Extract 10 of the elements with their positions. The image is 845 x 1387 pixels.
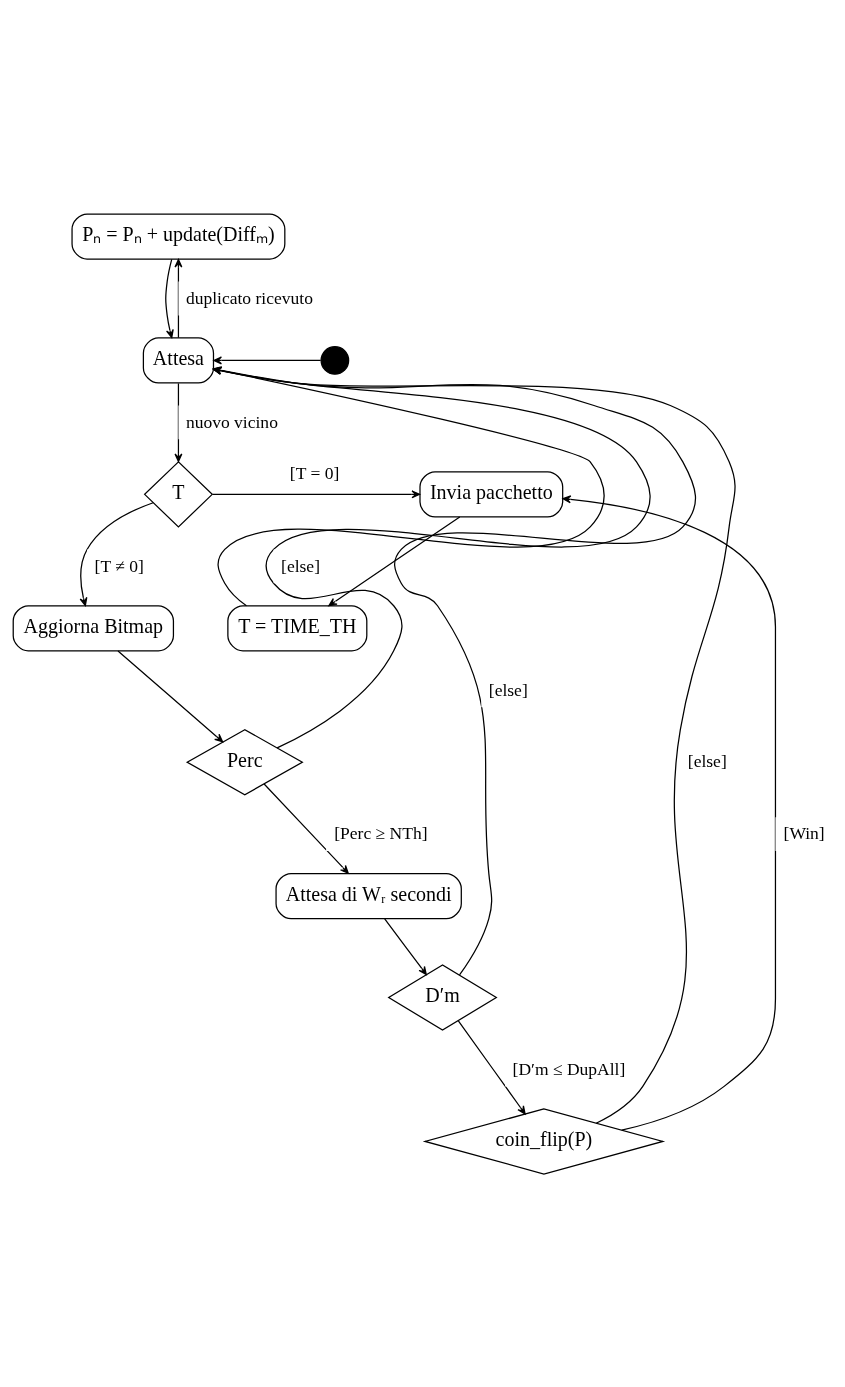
edge-label: [else]: [687, 750, 727, 771]
edge-label: [Win]: [783, 822, 825, 843]
edge-label: [T = 0]: [289, 462, 340, 483]
edge-label: nuovo vicino: [185, 411, 278, 432]
edge-label: [else]: [488, 679, 528, 699]
edge-label: [Perc ≥ NTh]: [334, 822, 428, 843]
edge-label: [D′m ≤ DupAll]: [512, 1058, 626, 1079]
edge-label: [else]: [281, 555, 320, 576]
edge-label: duplicato ricevuto: [185, 287, 313, 308]
edge-label: [T ≠ 0]: [94, 555, 144, 576]
